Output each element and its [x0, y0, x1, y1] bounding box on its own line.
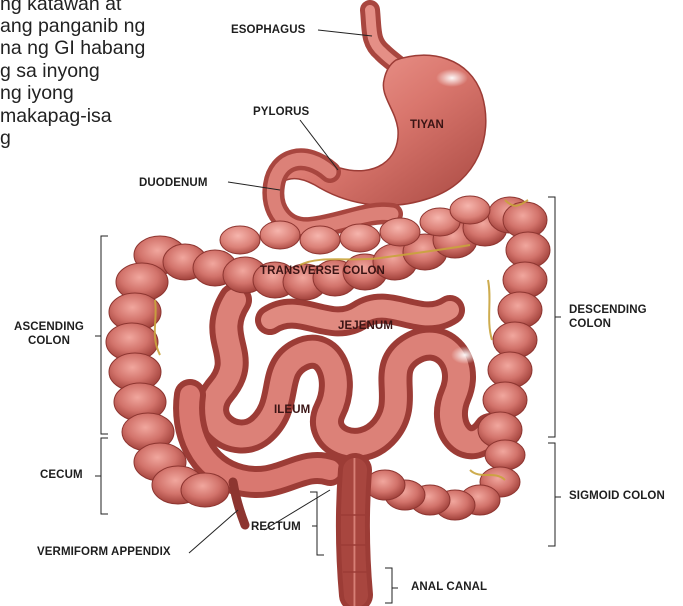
colon-segment	[181, 473, 229, 507]
colon-segment	[220, 226, 260, 254]
colon-segment	[260, 221, 300, 249]
colon-segment	[300, 226, 340, 254]
label-sigmoid-colon: SIGMOID COLON	[569, 490, 665, 502]
colon-segment	[485, 440, 525, 470]
label-ascending-line2: COLON	[9, 334, 89, 348]
label-tiyan: TIYAN	[410, 119, 444, 131]
label-pylorus: PYLORUS	[253, 106, 309, 118]
label-vermiform-appendix: VERMIFORM APPENDIX	[37, 546, 171, 558]
label-transverse-colon: TRANSVERSE COLON	[260, 265, 385, 277]
label-anal-canal: ANAL CANAL	[411, 581, 487, 593]
label-descending-line1: DESCENDING	[569, 303, 647, 317]
label-cecum: CECUM	[40, 469, 83, 481]
colon-segment	[380, 218, 420, 246]
label-esophagus: ESOPHAGUS	[231, 24, 305, 36]
label-rectum: RECTUM	[251, 521, 301, 533]
small-intestine-shape	[176, 300, 490, 482]
colon-segment	[340, 224, 380, 252]
label-ileum: ILEUM	[274, 404, 310, 416]
label-jejenum: JEJENUM	[338, 320, 393, 332]
label-ascending-line1: ASCENDING	[9, 320, 89, 334]
stomach-shape	[282, 55, 486, 205]
label-ascending-colon: ASCENDING COLON	[9, 320, 89, 348]
rectum-shape	[341, 470, 370, 595]
colon-segment	[450, 196, 490, 224]
label-duodenum: DUODENUM	[139, 177, 208, 189]
label-descending-line2: COLON	[569, 317, 647, 331]
label-descending-colon: DESCENDING COLON	[569, 303, 647, 331]
